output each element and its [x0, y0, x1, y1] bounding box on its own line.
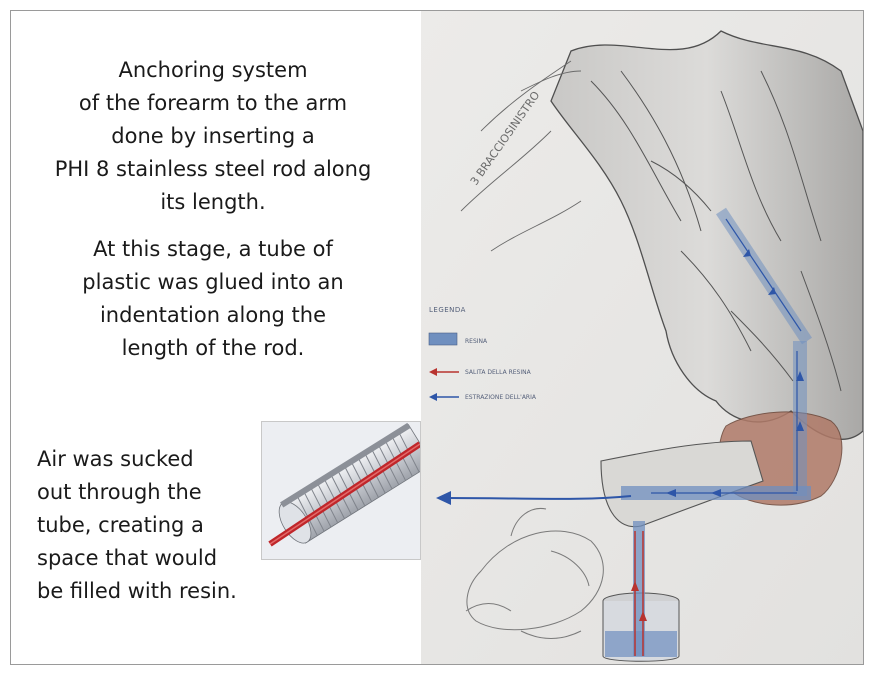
paragraph-anchoring-system: Anchoring system of the forearm to the a…	[11, 54, 415, 219]
threaded-rod-drawing	[262, 422, 420, 559]
resin-swatch-icon	[429, 333, 457, 345]
arm-sketch-drawing: 3 BRACCIOSINISTRO	[421, 11, 863, 664]
legend-label-resin: RESINA	[465, 338, 488, 345]
text-panel: Anchoring system of the forearm to the a…	[11, 11, 421, 664]
slide-frame: Anchoring system of the forearm to the a…	[10, 10, 864, 665]
legend-label-air-extraction: ESTRAZIONE DELL'ARIA	[465, 394, 537, 401]
rod-inset-illustration	[261, 421, 421, 560]
arm-sketch-svg: 3 BRACCIOSINISTRO	[421, 11, 863, 664]
paragraph-plastic-tube: At this stage, a tube of plastic was glu…	[11, 233, 415, 365]
paragraph-air-suction: Air was sucked out through the tube, cre…	[37, 443, 277, 608]
legend-title: LEGENDA	[429, 306, 466, 314]
legend-label-resin-rise: SALITA DELLA RESINA	[465, 369, 532, 376]
